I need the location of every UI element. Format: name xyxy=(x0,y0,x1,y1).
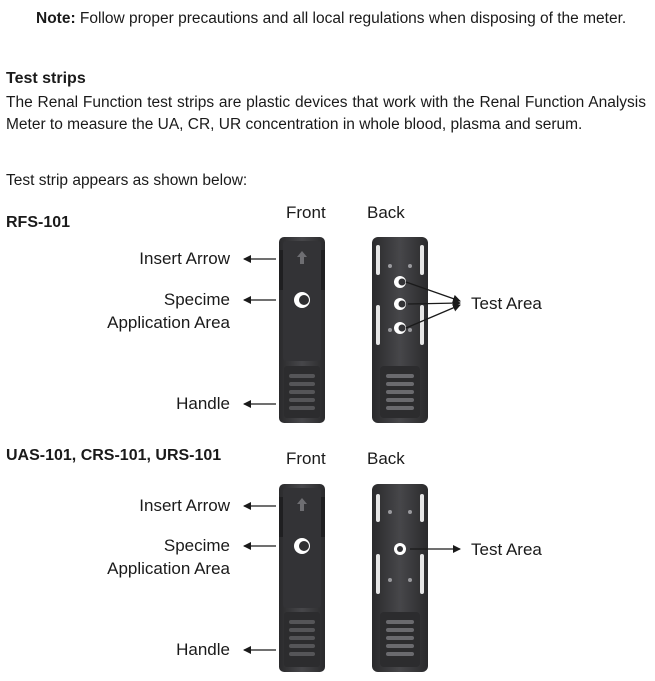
figure2-specimen-line2: Application Area xyxy=(107,559,230,578)
figure1-front-label: Front xyxy=(286,203,326,222)
section-paragraph: The Renal Function test strips are plast… xyxy=(6,94,646,133)
figure2-back-label: Back xyxy=(367,449,405,468)
figure2-model-label: UAS-101, CRS-101, URS-101 xyxy=(6,447,222,464)
figure1-back-strip xyxy=(372,237,428,423)
figure1-specimen-line1: Specime xyxy=(163,290,230,309)
figure1-front-strip xyxy=(279,237,325,423)
figure2-handle-label: Handle xyxy=(176,640,230,659)
figure1-test-hole-icon xyxy=(394,298,406,310)
figure1-test-area-pointer xyxy=(407,299,461,308)
figure2-specimen-line1: Specime xyxy=(163,536,230,555)
figure1-specimen-line2: Application Area xyxy=(107,313,230,332)
figure2-test-hole-icon xyxy=(394,543,406,555)
figure2-specimen-label: Specime Application Area xyxy=(40,534,230,580)
figure2-front-label: Front xyxy=(286,449,326,468)
figure2-back-strip xyxy=(372,484,428,672)
note-label: Note: xyxy=(36,10,76,27)
note-paragraph: Note: Follow proper precautions and all … xyxy=(36,8,648,30)
shown-below-text: Test strip appears as shown below: xyxy=(6,172,248,189)
figure1-test-area-pointer xyxy=(405,281,461,303)
figure1-test-area-pointer xyxy=(405,304,461,329)
figure2-test-area-label: Test Area xyxy=(471,540,542,559)
figure1-insert-arrow-icon xyxy=(297,251,307,264)
figure2-insert-arrow-label: Insert Arrow xyxy=(139,496,230,515)
figure1-insert-arrow-label: Insert Arrow xyxy=(139,249,230,268)
figure1-test-hole-icon xyxy=(394,276,406,288)
figure1-back-label: Back xyxy=(367,203,405,222)
figure1-test-area-label: Test Area xyxy=(471,294,542,313)
figure2-insert-arrow-icon xyxy=(297,498,307,511)
note-text: Follow proper precautions and all local … xyxy=(75,10,627,27)
figure1-specimen-label: Specime Application Area xyxy=(40,288,230,334)
section-heading: Test strips xyxy=(6,70,86,87)
figure1-handle-label: Handle xyxy=(176,394,230,413)
figure1-test-hole-icon xyxy=(394,322,406,334)
figure1-model-label: RFS-101 xyxy=(6,214,71,231)
figure2-front-strip xyxy=(279,484,325,672)
